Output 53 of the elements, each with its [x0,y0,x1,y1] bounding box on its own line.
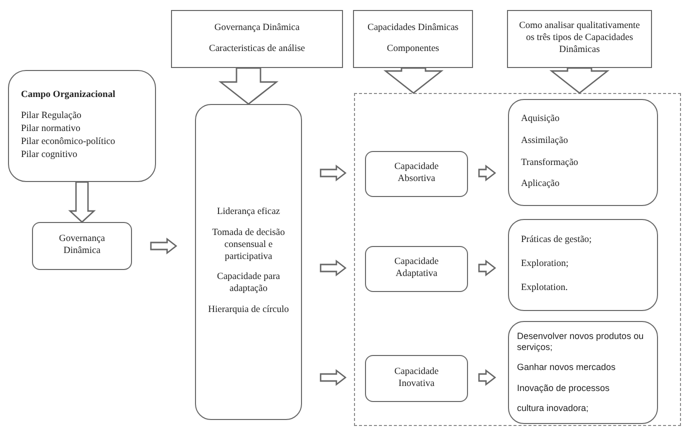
rounded-box [365,246,468,292]
box-text: Capacidades Dinâmicas [367,22,458,34]
box-text: Hierarquia de círculo [208,305,289,318]
callout-box [507,10,652,68]
box-text: Exploration; [521,259,568,271]
block-arrow [68,181,96,223]
box-text: Assimilação [521,136,568,148]
rounded-box [195,104,302,420]
box-text: Aquisição [521,114,560,126]
box-text: Caracteristicas de análise [208,44,305,56]
box-text: Como analisar qualitativamente os três tipos de Capacidades Dinâmicas [518,21,641,57]
box-text: Capacidade Adaptativa [393,257,440,281]
box-text: Desenvolver novos produtos ou serviços; [517,330,645,354]
box-text: Inovação de processos [517,382,610,394]
box-text: Liderança eficaz [216,206,280,219]
block-arrow [383,67,444,94]
box-text: Explotation. [521,282,568,295]
block-arrow [320,369,347,386]
box-heading: Campo Organizacional [21,90,116,102]
box-text: Pilar cognitivo [21,150,78,162]
rounded-box [508,321,658,424]
dashed-group-frame [354,93,681,426]
box-text: Pilar econômico-político [21,136,116,149]
rounded-box [8,70,156,182]
block-arrow [150,238,178,254]
callout-box [353,10,473,68]
box-text: Capacidade Absortiva [393,162,440,186]
block-arrow [320,260,347,276]
block-arrow [478,164,496,182]
rounded-box [365,355,468,402]
box-text: Componentes [386,44,440,56]
box-text: Ganhar novos mercados [517,362,616,374]
box-text: Capacidade Inovativa [393,366,440,390]
box-text: Aplicação [521,179,560,192]
callout-box [171,10,343,68]
box-text: Tomada de decisão consensual e participativa [211,228,286,264]
box-text: Governança Dinâmica [58,234,106,258]
block-arrow [549,67,610,94]
box-text: Transformação [521,158,578,170]
box-text: Governança Dinâmica [214,22,300,34]
rounded-box [365,151,468,197]
block-arrow [218,67,279,105]
box-text: cultura inovadora; [517,402,589,414]
box-text: Pilar normativo [21,124,80,136]
block-arrow [478,260,496,276]
rounded-box [32,222,132,270]
block-arrow [478,369,496,386]
box-text: Práticas de gestão; [521,235,592,248]
box-text: Pilar Regulação [21,111,82,124]
rounded-box [508,99,658,206]
rounded-box [508,219,658,311]
box-text: Capacidade para adaptação [216,272,282,296]
block-arrow [320,164,347,182]
